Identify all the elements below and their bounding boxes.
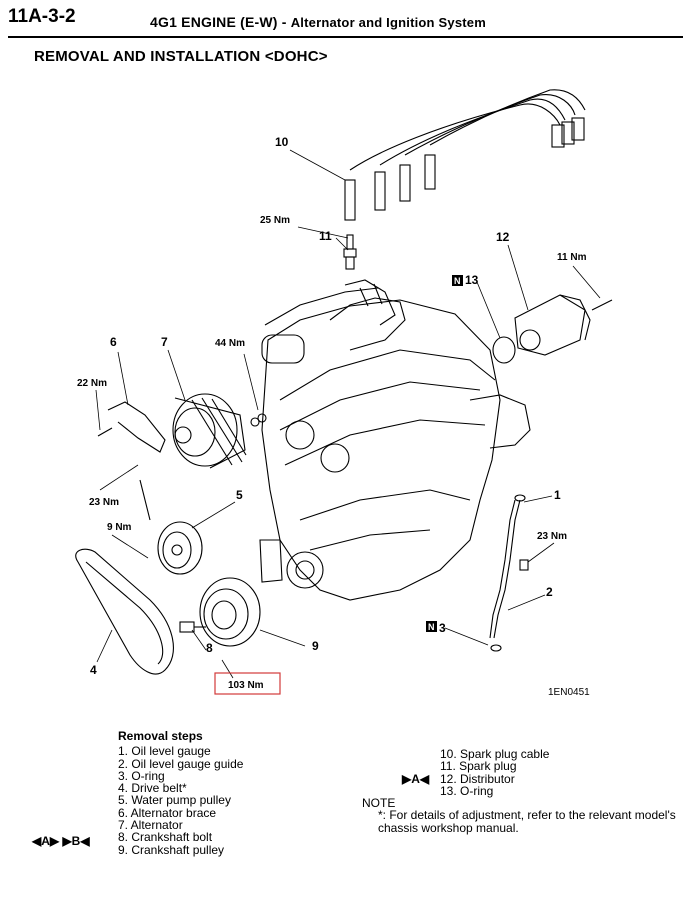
spark-plug-cables (344, 89, 586, 221)
section-title: REMOVAL AND INSTALLATION <DOHC> (34, 48, 328, 65)
drive-belt (75, 548, 174, 675)
torque-22nm: 22 Nm (77, 378, 107, 389)
callout-11: 11 (319, 229, 332, 243)
removal-step: 12. Distributor (440, 771, 515, 786)
callout-5: 5 (236, 488, 243, 502)
water-pump-pulley (157, 521, 203, 575)
callout-8: 8 (206, 641, 213, 655)
torque-11nm: 11 Nm (557, 252, 587, 263)
removal-step: 13. O-ring (440, 783, 494, 798)
removal-steps-title: Removal steps (118, 729, 203, 743)
n-mark-13: N (452, 275, 463, 286)
header-rule (8, 36, 683, 38)
page-number: 11A-3-2 (8, 6, 76, 27)
callout-1: 1 (554, 488, 561, 502)
callout-10: 10 (275, 135, 289, 149)
guide-o-ring (490, 644, 502, 652)
spark-plug (343, 234, 357, 270)
distributor (492, 294, 613, 364)
figure-code: 1EN0451 (548, 687, 590, 698)
removal-step: 3. O-ring (118, 768, 165, 783)
service-mark-distributor: ▶A◀ (402, 772, 430, 786)
service-marks-crankshaft: ◀A▶ ▶B◀ (32, 834, 90, 848)
torque-103nm-highlight (214, 672, 281, 695)
header-title: 4G1 ENGINE (E-W) - Alternator and Igniti… (150, 14, 486, 30)
removal-step: 11. Spark plug (440, 759, 517, 774)
torque-23nm-brace: 23 Nm (89, 497, 119, 508)
removal-step: 7. Alternator (118, 818, 183, 833)
removal-steps: Removal steps 1. Oil level gauge 2. Oil … (118, 730, 243, 856)
torque-23nm-guide: 23 Nm (537, 531, 567, 542)
engine-name: 4G1 ENGINE (E-W) (150, 14, 278, 30)
callout-7: 7 (161, 335, 168, 349)
note-text: *: For details of adjustment, refer to t… (378, 808, 676, 835)
page-header: 11A-3-2 4G1 ENGINE (E-W) - Alternator an… (0, 0, 691, 40)
removal-step: 8. Crankshaft bolt (118, 830, 213, 845)
svg-text:N: N (428, 622, 435, 632)
callout-2: 2 (546, 585, 553, 599)
section-name: Alternator and Ignition System (290, 15, 486, 30)
callout-12: 12 (496, 230, 510, 244)
alternator-brace (107, 401, 166, 453)
leader-lines (95, 149, 601, 679)
note: NOTE *: For details of adjustment, refer… (362, 797, 678, 834)
torque-9nm: 9 Nm (107, 522, 132, 533)
callout-13: 13 (465, 273, 479, 287)
exploded-diagram: 10 11 12 13 6 7 5 1 2 3 4 8 9 25 Nm 11 N… (75, 89, 613, 698)
crankshaft-pulley (199, 577, 261, 647)
removal-step: 2. Oil level gauge guide (118, 756, 244, 771)
torque-44nm: 44 Nm (215, 338, 245, 349)
pulleys (75, 521, 261, 675)
engine-drawing (259, 279, 531, 601)
callout-6: 6 (110, 335, 117, 349)
removal-step: 4. Drive belt* (118, 781, 187, 796)
callout-9: 9 (312, 639, 319, 653)
removal-step: 1. Oil level gauge (118, 744, 211, 759)
distributor-o-ring (492, 336, 516, 364)
removal-step: 5. Water pump pulley (118, 793, 231, 808)
callout-3: 3 (439, 621, 446, 635)
callout-4: 4 (90, 663, 97, 677)
removal-step: 6. Alternator brace (118, 805, 217, 820)
alternator (97, 393, 267, 521)
torque-103nm: 103 Nm (228, 680, 264, 691)
svg-text:N: N (454, 276, 461, 286)
oil-level-gauge (489, 494, 529, 652)
removal-step: 9. Crankshaft pulley (118, 842, 225, 857)
removal-steps-continued: 10. Spark plug cable 11. Spark plug 12. … (440, 748, 549, 797)
torque-25nm: 25 Nm (260, 215, 290, 226)
header-separator: - (281, 14, 287, 30)
note-label: NOTE (362, 796, 396, 810)
n-mark-3: N (426, 621, 437, 632)
removal-step: 10. Spark plug cable (440, 747, 550, 761)
